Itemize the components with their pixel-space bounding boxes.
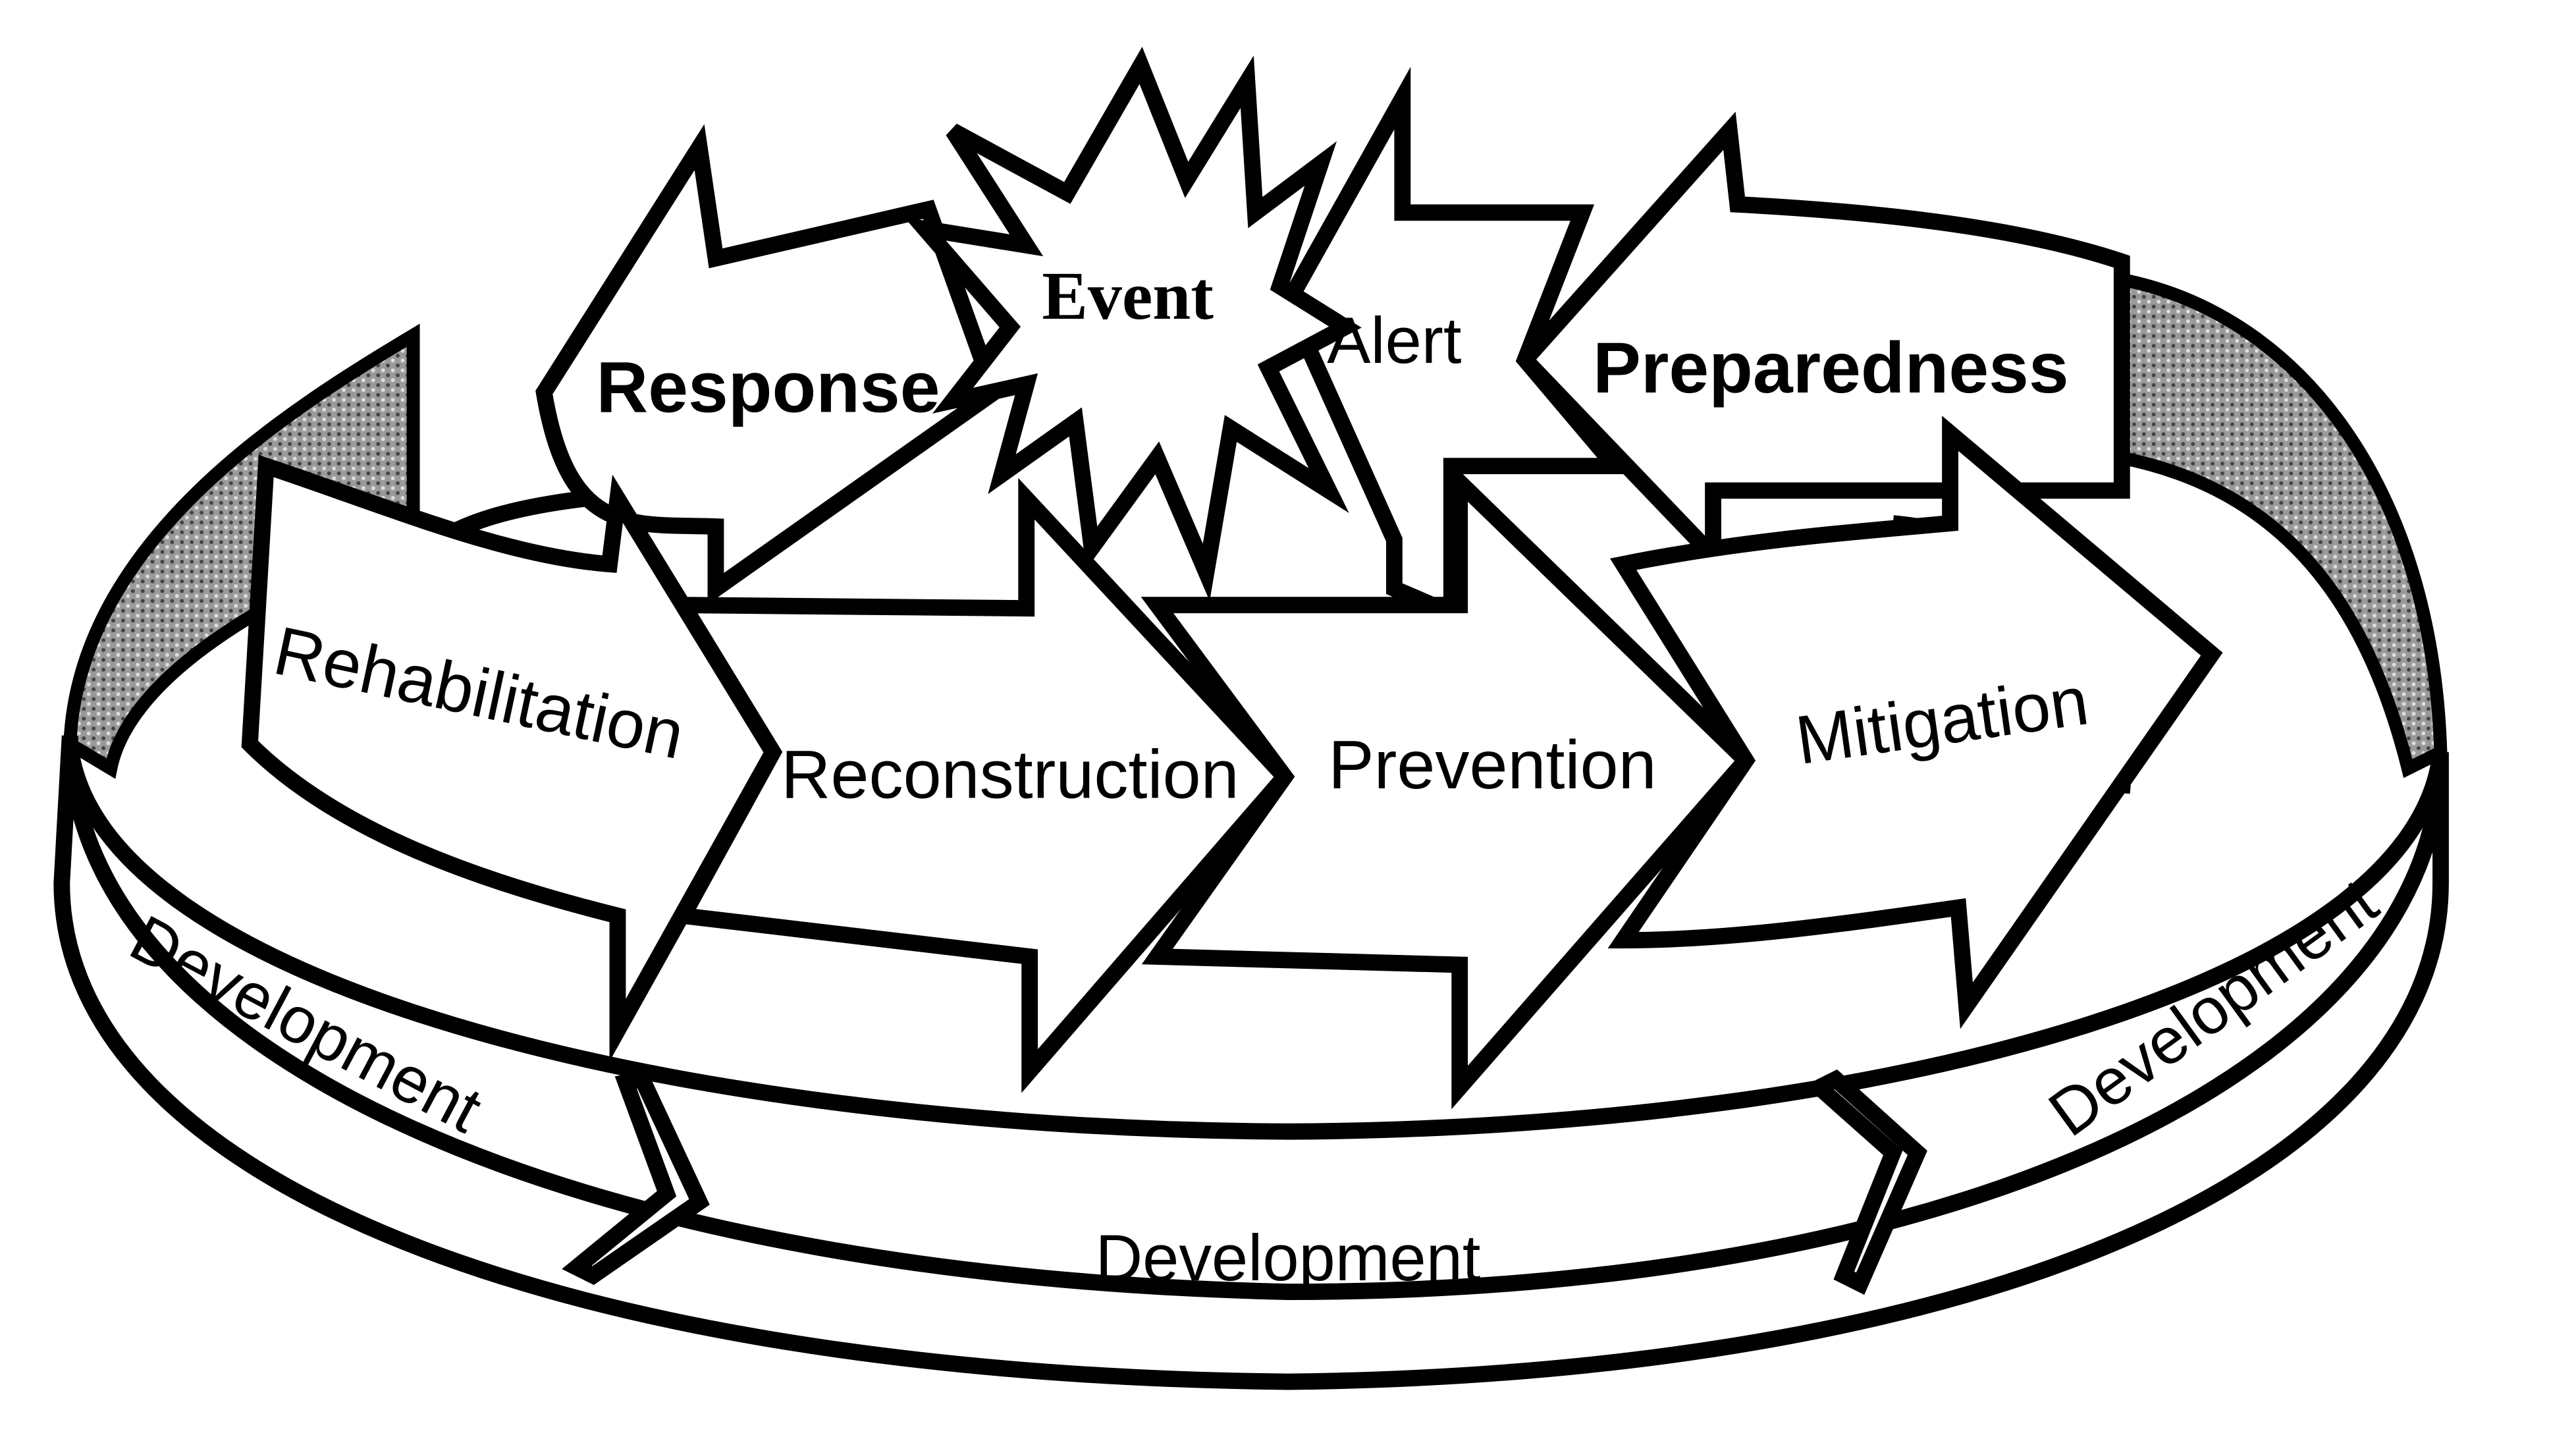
- event-starburst: [904, 46, 1362, 601]
- ring-top-edge: [61, 743, 2449, 1140]
- mitigation-arrow: [1607, 416, 2223, 1029]
- reconstruction-label: Reconstruction: [781, 737, 1239, 813]
- rehabilitation-arrow: [241, 454, 783, 1062]
- response-label: Response: [596, 348, 940, 428]
- alert-arrow: [1279, 67, 1633, 626]
- development-ring: [53, 270, 2449, 1390]
- ring-back-wall-left: [63, 323, 420, 779]
- alert-label: Alert: [1327, 304, 1461, 377]
- preparedness-label: Preparedness: [1593, 328, 2069, 408]
- band-divider-left: [562, 1070, 710, 1286]
- reconstruction-arrow: [668, 477, 1296, 1093]
- event-label: Event: [1042, 258, 1214, 334]
- band-divider-right: [1805, 1069, 1927, 1295]
- prevention-label: Prevention: [1328, 727, 1656, 803]
- development-center-label: Development: [1095, 1222, 1480, 1295]
- prevention-arrow: [1140, 463, 1758, 1110]
- ring-back-wall-right: [2106, 270, 2448, 778]
